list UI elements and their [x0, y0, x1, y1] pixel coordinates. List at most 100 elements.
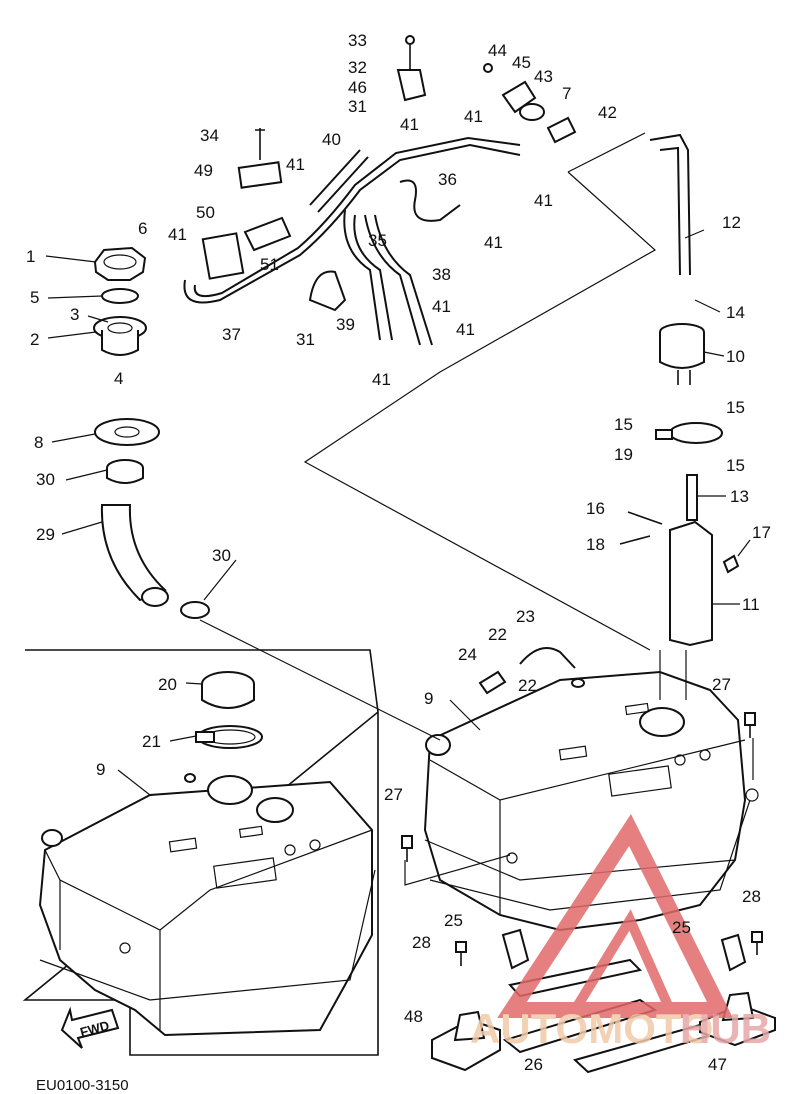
callout-28a: 28	[412, 933, 431, 952]
callout-15b: 15	[614, 415, 633, 434]
callout-21: 21	[142, 732, 161, 751]
part-37-vent-hose-inner	[193, 136, 521, 298]
callout-14: 14	[726, 303, 745, 322]
part-19-clamp	[655, 422, 723, 444]
callout-34: 34	[200, 126, 219, 145]
part-37-vent-hose	[183, 143, 521, 304]
callout-41d: 41	[484, 233, 503, 252]
part-51-fuel-filter	[243, 216, 292, 252]
part-11-filler-tube	[669, 520, 713, 647]
callout-15c: 15	[726, 456, 745, 475]
callout-22b: 22	[518, 676, 537, 695]
callout-28b: 28	[742, 887, 761, 906]
callout-35: 35	[368, 231, 387, 250]
callout-15a: 15	[726, 398, 745, 417]
part-2-filler-neck	[93, 316, 147, 356]
callout-41e: 41	[464, 107, 483, 126]
callout-13: 13	[730, 487, 749, 506]
callout-36: 36	[438, 170, 457, 189]
part-1-filler-cap	[93, 246, 147, 281]
part-17-nut	[722, 554, 740, 574]
part-5-gasket	[101, 288, 139, 304]
callout-18: 18	[586, 535, 605, 554]
callout-42: 42	[598, 103, 617, 122]
part-16-bolt	[627, 511, 663, 525]
part-13-pipe	[686, 474, 698, 521]
callout-45: 45	[512, 53, 531, 72]
callout-46: 46	[348, 78, 367, 97]
part-29-hose-end	[141, 587, 169, 607]
callout-41h: 41	[456, 320, 475, 339]
callout-8: 8	[34, 433, 43, 452]
callout-9a: 9	[96, 760, 105, 779]
callout-41b: 41	[286, 155, 305, 174]
callout-22a: 22	[488, 625, 507, 644]
callout-11: 11	[742, 595, 760, 614]
callout-30a: 30	[36, 470, 55, 489]
callout-49: 49	[194, 161, 213, 180]
part-8-plate	[94, 418, 160, 446]
part-49-bracket	[237, 161, 283, 189]
callout-47: 47	[708, 1055, 727, 1074]
part-50-bracket	[201, 232, 245, 280]
part-29-filler-hose	[100, 504, 167, 602]
callout-leaders	[45, 229, 751, 796]
callout-25a: 25	[444, 911, 463, 930]
callout-labels: 1 2 3 4 5 6 7 8 9 9 10 11 12 13 14 15 15…	[26, 31, 771, 1074]
watermark-text-b: HUB	[680, 1005, 771, 1052]
callout-51: 51	[260, 255, 279, 274]
callout-27b: 27	[712, 675, 731, 694]
callout-39: 39	[336, 315, 355, 334]
part-34-bolt	[255, 128, 265, 160]
callout-3: 3	[70, 305, 79, 324]
callout-41c: 41	[168, 225, 187, 244]
callout-27a: 27	[384, 785, 403, 804]
part-40-hose	[309, 149, 369, 213]
callout-24: 24	[458, 645, 477, 664]
callout-6: 6	[138, 219, 147, 238]
part-24-valve	[478, 670, 507, 695]
callout-40: 40	[322, 130, 341, 149]
part-48-rubber-mount	[431, 1010, 501, 1072]
callout-10: 10	[726, 347, 745, 366]
callout-20: 20	[158, 675, 177, 694]
part-30-clamp-upper	[106, 459, 144, 484]
callout-16: 16	[586, 499, 605, 518]
callout-41f: 41	[534, 191, 553, 210]
part-18-screw	[619, 535, 651, 545]
callout-48: 48	[404, 1007, 423, 1026]
callout-41a: 41	[400, 115, 419, 134]
callout-25b: 25	[672, 918, 691, 937]
callout-19: 19	[614, 445, 633, 464]
part-35-38-39-hoses	[343, 209, 433, 346]
part-12-vent-pipe	[649, 133, 691, 276]
part-21-clamp	[195, 725, 263, 749]
part-10-fuel-sender	[659, 323, 705, 385]
callout-4: 4	[114, 369, 123, 388]
callout-44: 44	[488, 41, 507, 60]
callout-29: 29	[36, 525, 55, 544]
callout-26: 26	[524, 1055, 543, 1074]
callout-5: 5	[30, 288, 39, 307]
part-23-hose	[519, 647, 576, 669]
callout-1: 1	[26, 247, 35, 266]
callout-41i: 41	[372, 370, 391, 389]
part-20-cap	[201, 671, 255, 709]
callout-37: 37	[222, 325, 241, 344]
right-fuel-tank	[423, 670, 759, 932]
part-30-clamp-lower	[180, 601, 210, 619]
callout-38: 38	[432, 265, 451, 284]
part-27-28-bolts	[401, 712, 763, 966]
callout-50: 50	[196, 203, 215, 222]
callout-31a: 31	[348, 97, 367, 116]
callout-31b: 31	[296, 330, 315, 349]
watermark: AUTOMOTO HUB	[470, 813, 771, 1052]
left-fuel-tank	[38, 773, 376, 1037]
callout-32: 32	[348, 58, 367, 77]
part-43-45-44-7-42-fittings	[483, 63, 577, 144]
fwd-label: FWD	[78, 1018, 110, 1040]
callout-30b: 30	[212, 546, 231, 565]
callout-17: 17	[752, 523, 771, 542]
diagram-code: EU0100-3150	[36, 1077, 129, 1094]
